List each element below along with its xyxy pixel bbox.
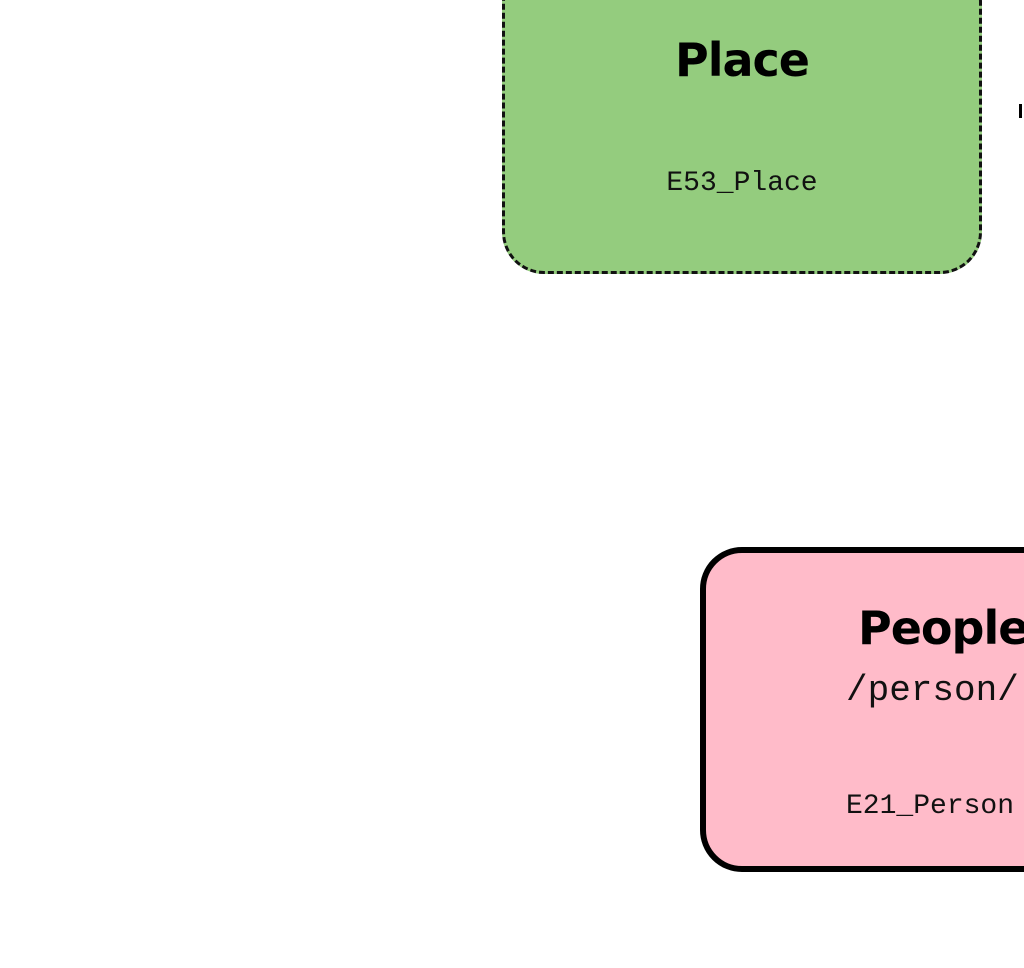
place-node[interactable]: Place E53_Place: [502, 0, 982, 274]
people-node[interactable]: People /person/ E21_Person: [700, 547, 1024, 872]
people-node-title: People: [858, 601, 1024, 655]
people-node-path: /person/: [846, 670, 1019, 711]
people-node-class-id: E21_Person: [846, 791, 1015, 822]
place-node-title: Place: [675, 33, 810, 87]
place-node-class-id: E53_Place: [666, 168, 818, 199]
edge-fragment: [1019, 104, 1022, 118]
